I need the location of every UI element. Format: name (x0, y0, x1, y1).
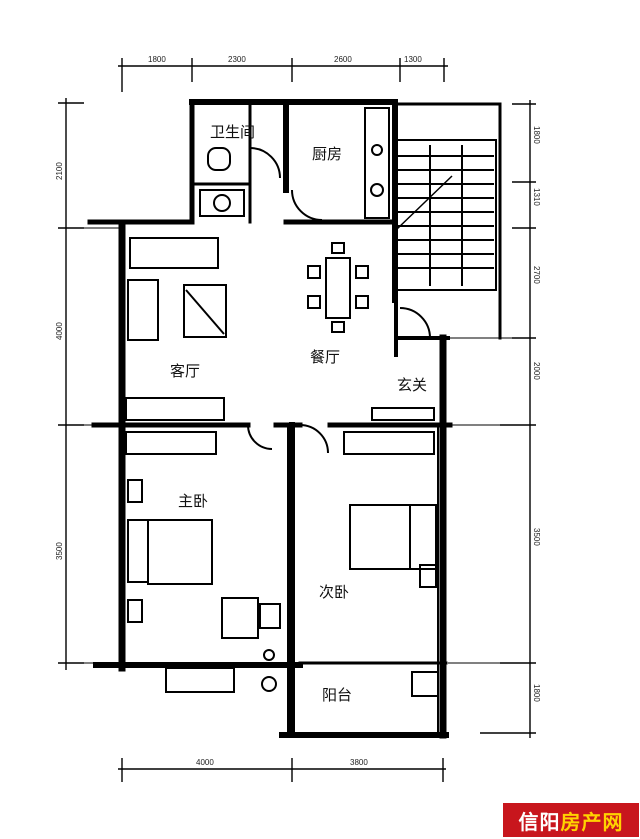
room-label-balcony: 阳台 (322, 686, 352, 704)
dining-table-icon (325, 257, 351, 319)
wardrobe-icon (125, 431, 217, 455)
doors (247, 147, 431, 454)
stairs (395, 139, 497, 291)
walls (87, 99, 502, 739)
dim-top-3: 2600 (334, 55, 352, 64)
room-label-bathroom: 卫生间 (210, 123, 255, 141)
watermark-logo: 信阳 房产网 (503, 803, 639, 837)
dim-left-3: 3500 (55, 542, 64, 560)
sofa-icon (129, 237, 219, 269)
room-label-entry: 玄关 (397, 376, 427, 394)
dim-right-6: 1800 (532, 684, 541, 702)
tv-cabinet-icon (125, 397, 225, 421)
dimension-labels: 1800 2300 2600 1300 2100 4000 3500 1800 … (55, 55, 541, 767)
watermark-part2: 房产网 (560, 809, 624, 834)
room-label-living: 客厅 (170, 362, 200, 380)
watermark-part1: 信阳 (518, 809, 561, 834)
sink-icon (199, 189, 245, 217)
room-label-kitchen: 厨房 (312, 145, 342, 163)
dim-left-2: 4000 (55, 322, 64, 340)
dim-bottom-2: 3800 (350, 758, 368, 767)
room-label-master: 主卧 (178, 492, 208, 510)
dim-right-2: 1310 (532, 188, 541, 206)
room-labels: 卫生间 厨房 客厅 餐厅 玄关 主卧 次卧 阳台 (170, 123, 427, 704)
dim-bottom-1: 4000 (196, 758, 214, 767)
dim-left-1: 2100 (55, 162, 64, 180)
toilet-icon (207, 147, 231, 171)
kitchen-counter (364, 107, 390, 219)
desk-icon (221, 597, 259, 639)
bed-icon-2 (349, 504, 411, 570)
coffee-table-icon (183, 284, 227, 338)
dim-right-1: 1800 (532, 126, 541, 144)
furniture (125, 107, 439, 697)
dim-right-3: 2700 (532, 266, 541, 284)
room-label-dining: 餐厅 (310, 348, 340, 366)
dim-right-4: 2000 (532, 362, 541, 380)
dim-top-4: 1300 (404, 55, 422, 64)
dim-top-1: 1800 (148, 55, 166, 64)
dim-top-2: 2300 (228, 55, 246, 64)
room-label-second: 次卧 (319, 583, 349, 601)
dim-right-5: 3500 (532, 528, 541, 546)
bed-icon (147, 519, 213, 585)
wardrobe-icon-2 (343, 431, 435, 455)
